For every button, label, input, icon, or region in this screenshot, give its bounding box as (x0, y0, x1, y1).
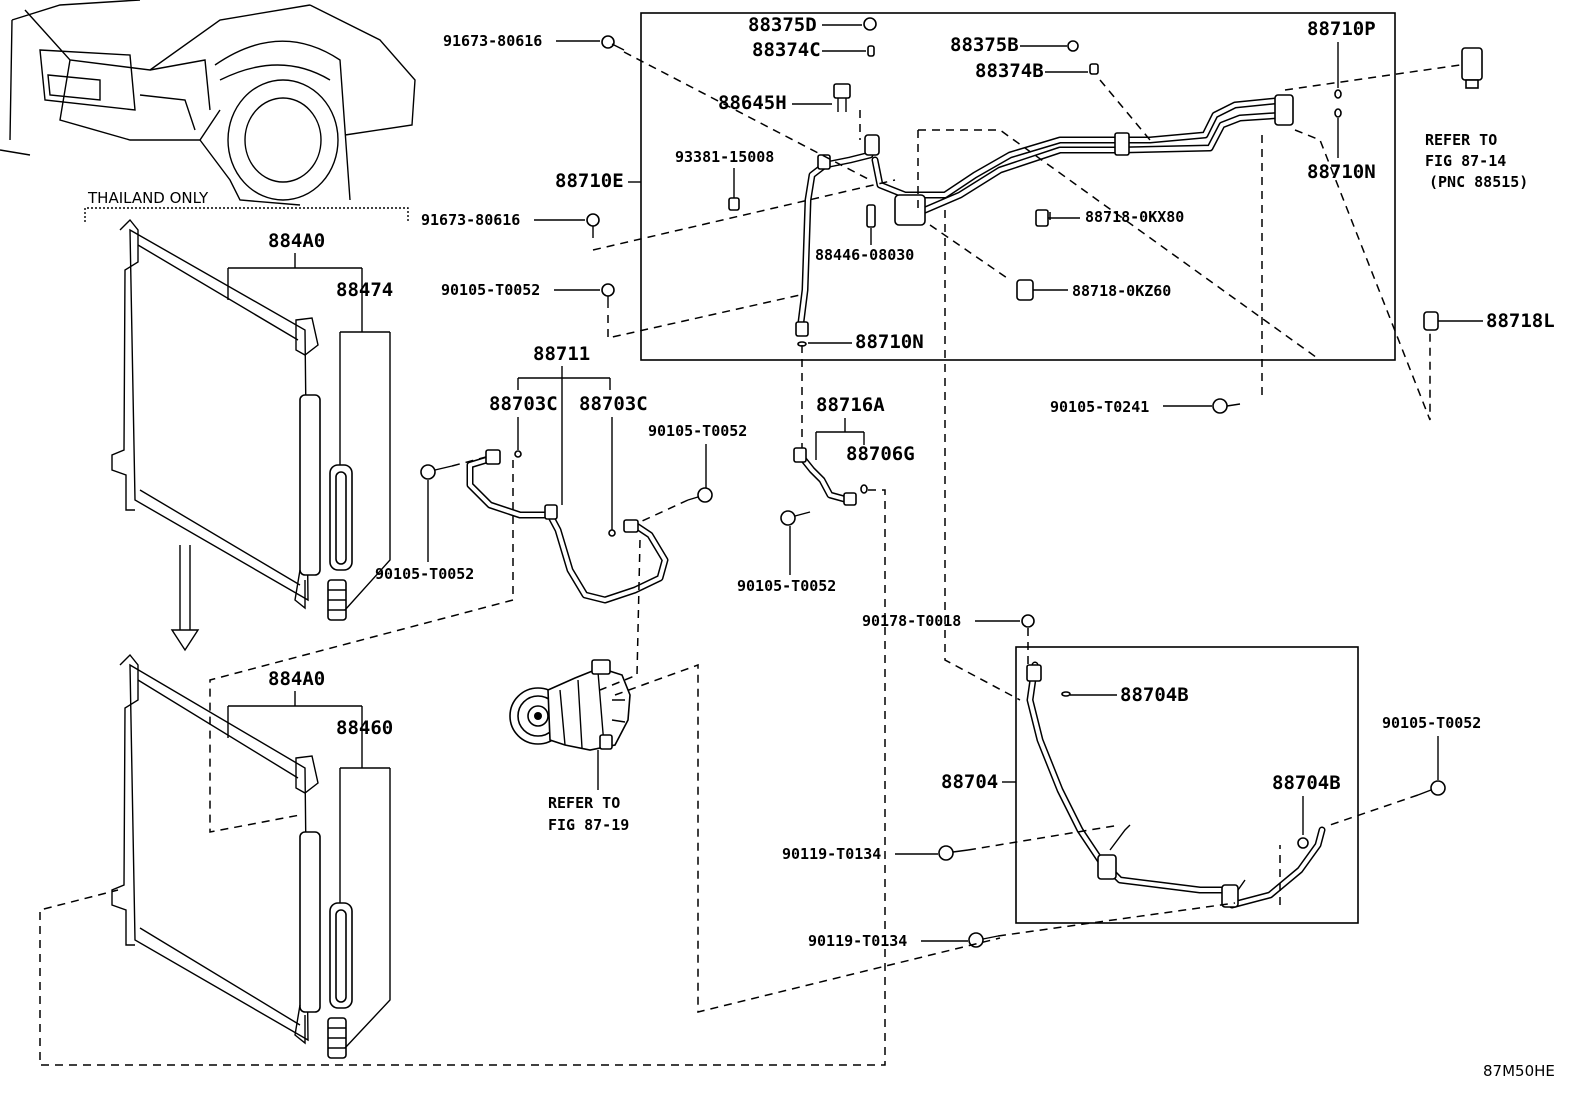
label-group-upper: 884A0 88474 (227, 230, 393, 611)
compressor-illustration: REFER TO FIG 87-19 (509, 659, 631, 834)
labels-88704: 90178-T0018 88704B 88704 88704B 90105-T0… (782, 612, 1481, 950)
label-88716A: 88716A (816, 394, 885, 416)
down-arrow (170, 545, 200, 652)
label-884A0-upper: 884A0 (268, 230, 325, 252)
label-88710N-b: 88710N (1307, 161, 1376, 183)
label-90105-c: 90105-T0052 (375, 565, 474, 583)
label-88703C-a: 88703C (489, 393, 558, 415)
label-88704: 88704 (941, 771, 998, 793)
label-90105-a: 90105-T0052 (441, 281, 540, 299)
label-88375B: 88375B (950, 34, 1019, 56)
figure-code: 87M50HE (1483, 1062, 1555, 1080)
label-88710E: 88710E (555, 170, 624, 192)
label-88710P: 88710P (1307, 18, 1376, 40)
dashed-connection-lines (39, 51, 1461, 1066)
label-88710N-a: 88710N (855, 331, 924, 353)
condenser-upper (111, 218, 353, 621)
label-88460: 88460 (336, 717, 393, 739)
bolts-left-column (586, 35, 625, 308)
label-88718-0KZ60: 88718-0KZ60 (1072, 282, 1171, 300)
assembly-box-upper (640, 12, 1396, 361)
label-884A0-lower: 884A0 (268, 668, 325, 690)
thailand-only-note: THAILAND ONLY (87, 189, 209, 207)
refer-right-line2: FIG 87-14 (1425, 152, 1506, 170)
hose-88704 (1026, 661, 1326, 909)
label-90105-b: 90105-T0052 (648, 422, 747, 440)
label-88718L: 88718L (1486, 310, 1555, 332)
label-88375D: 88375D (748, 14, 817, 36)
label-90105-e: 90105-T0052 (1382, 714, 1481, 732)
label-88703C-b: 88703C (579, 393, 648, 415)
label-88718-0KX80: 88718-0KX80 (1085, 208, 1184, 226)
label-88704B-a: 88704B (1120, 684, 1189, 706)
label-90105-T0241: 90105-T0241 (1050, 398, 1149, 416)
tube-88710E (795, 94, 1294, 337)
label-88706G: 88706G (846, 443, 915, 465)
refer-right-line3: (PNC 88515) (1429, 173, 1528, 191)
refer-compressor-line2: FIG 87-19 (548, 816, 629, 834)
hardware-upper-box (728, 17, 1342, 347)
refer-compressor-line1: REFER TO (548, 794, 620, 812)
hose-88711 (420, 449, 713, 604)
label-88704B-b: 88704B (1272, 772, 1341, 794)
label-91673-mid: 91673-80616 (421, 211, 520, 229)
label-88374C: 88374C (752, 39, 821, 61)
label-88474: 88474 (336, 279, 393, 301)
right-refer-group: REFER TO FIG 87-14 (PNC 88515) 88718L 90… (1050, 47, 1555, 416)
refer-right-line1: REFER TO (1425, 131, 1497, 149)
label-88645H: 88645H (718, 92, 787, 114)
tube-88716A (780, 447, 868, 526)
labels-88711: 88711 88703C 88703C 90105-T0052 90105-T0… (375, 343, 747, 583)
label-88711: 88711 (533, 343, 590, 365)
condenser-lower (111, 653, 353, 1059)
labels-upper-box: 91673-80616 91673-80616 90105-T0052 8871… (421, 14, 1376, 353)
thailand-only-bracket: THAILAND ONLY (84, 189, 409, 222)
label-90178: 90178-T0018 (862, 612, 961, 630)
label-91673-top: 91673-80616 (443, 32, 542, 50)
label-group-lower: 884A0 88460 (227, 668, 393, 1049)
label-90119-a: 90119-T0134 (782, 845, 881, 863)
label-88446: 88446-08030 (815, 246, 914, 264)
label-90119-b: 90119-T0134 (808, 932, 907, 950)
vehicle-front-illustration (0, 0, 416, 206)
assembly-box-lower (1015, 646, 1359, 924)
label-88374B: 88374B (975, 60, 1044, 82)
labels-88716A: 88716A 88706G 90105-T0052 (737, 394, 915, 595)
label-93381: 93381-15008 (675, 148, 774, 166)
label-90105-d: 90105-T0052 (737, 577, 836, 595)
